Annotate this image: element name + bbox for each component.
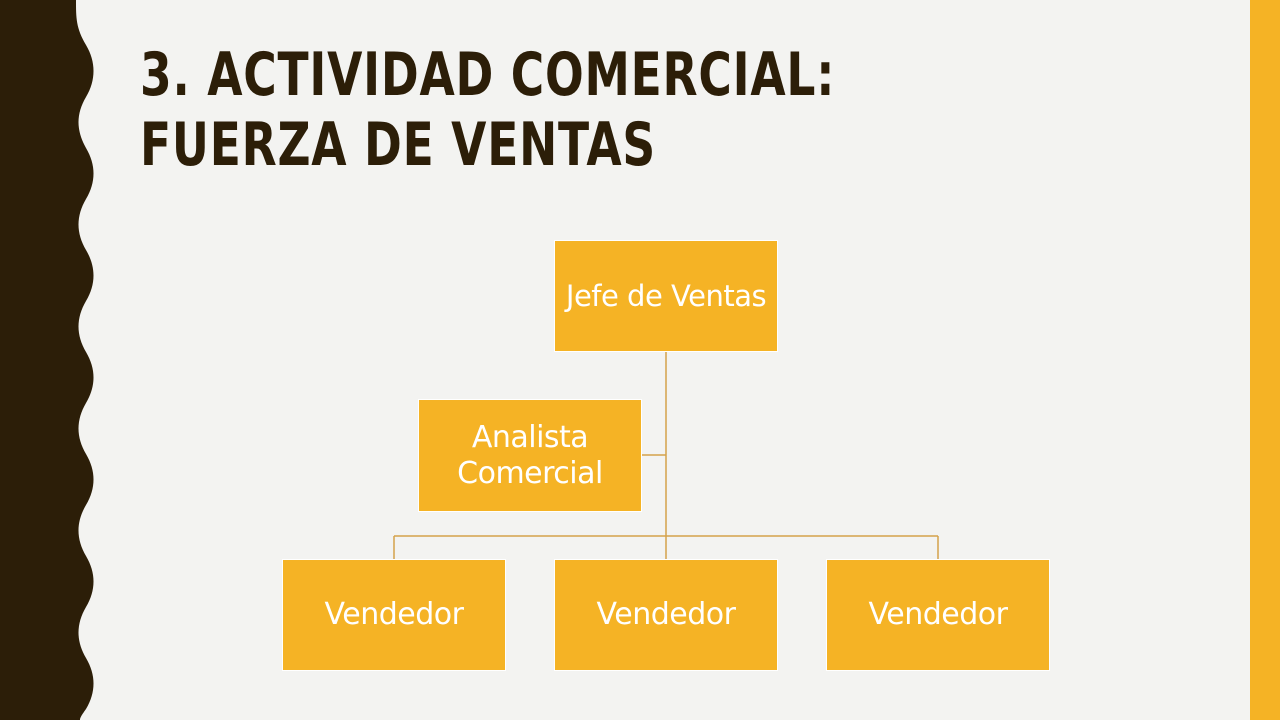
org-node-label: Jefe de Ventas bbox=[565, 279, 767, 313]
org-node-label: Vendedor bbox=[324, 597, 464, 632]
org-node-label: Analista Comercial bbox=[457, 419, 603, 491]
org-node-label: Vendedor bbox=[596, 597, 736, 632]
org-node-vendedor-1: Vendedor bbox=[282, 559, 506, 671]
org-node-vendedor-3: Vendedor bbox=[826, 559, 1050, 671]
right-accent-bar bbox=[1250, 0, 1280, 720]
org-node-vendedor-2: Vendedor bbox=[554, 559, 778, 671]
wavy-left-border bbox=[0, 0, 94, 720]
slide-title: 3. Actividad Comercial: Fuerza de Ventas bbox=[140, 40, 836, 180]
org-node-analista-comercial: Analista Comercial bbox=[418, 399, 642, 512]
org-node-label: Vendedor bbox=[868, 597, 1008, 632]
org-node-jefe-de-ventas: Jefe de Ventas bbox=[554, 240, 778, 352]
